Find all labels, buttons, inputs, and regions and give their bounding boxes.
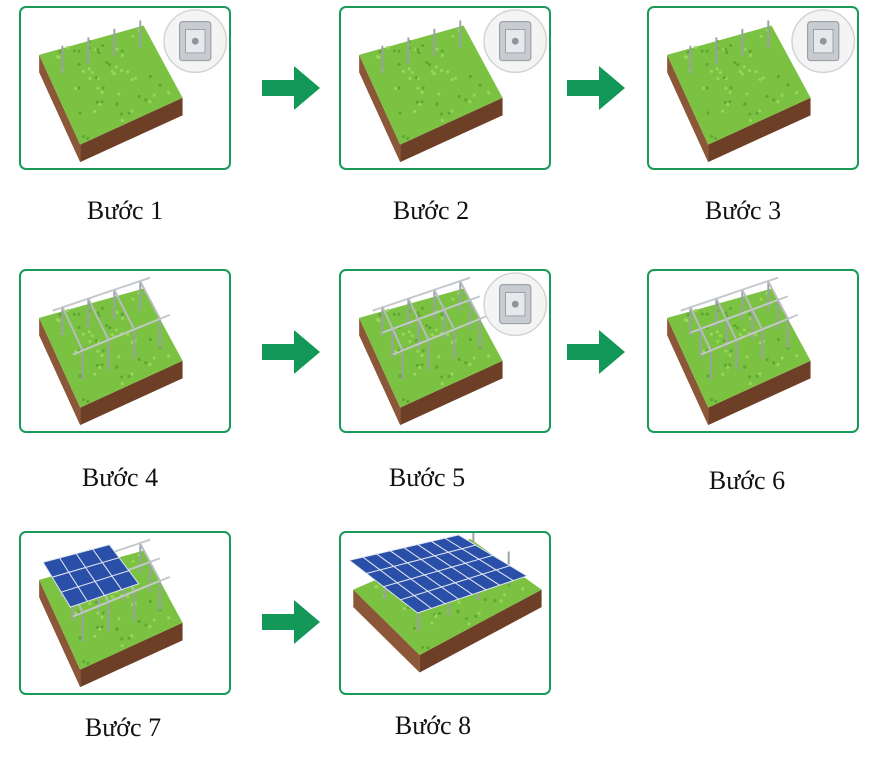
step-5-image xyxy=(339,269,551,433)
rail-clamp-fitting-icon xyxy=(483,9,548,74)
step-7-image xyxy=(19,531,231,695)
ground-block xyxy=(667,288,811,426)
step-6-label: Bước 6 xyxy=(708,466,786,495)
step-8-label: Bước 8 xyxy=(394,711,472,740)
step-3-image xyxy=(647,6,859,170)
ground-block xyxy=(39,25,183,163)
ground-block xyxy=(359,288,503,426)
ground-block xyxy=(39,288,183,426)
step-6-image xyxy=(647,269,859,433)
arrow-right-icon xyxy=(262,66,320,110)
support-rails xyxy=(680,276,799,356)
mounting-posts xyxy=(689,20,770,74)
step-8-image xyxy=(339,531,551,695)
step-1-image xyxy=(19,6,231,170)
step-2-image xyxy=(339,6,551,170)
step-7-label: Bước 7 xyxy=(84,713,162,742)
c-channel-bracket-icon xyxy=(163,9,228,74)
support-rails xyxy=(52,276,171,356)
solar-panels xyxy=(348,534,529,614)
mounting-posts xyxy=(61,20,142,74)
mounting-posts xyxy=(61,281,161,380)
step-1-label: Bước 1 xyxy=(86,196,164,225)
mounting-posts xyxy=(381,20,462,74)
step-4-label: Bước 4 xyxy=(81,463,159,492)
mid-clamp-icon xyxy=(483,272,548,337)
step-3-label: Bước 3 xyxy=(704,196,782,225)
solar-panels xyxy=(42,544,140,608)
step-2-label: Bước 2 xyxy=(392,196,470,225)
cross-clamp-fitting-icon xyxy=(791,9,856,74)
step-5-label: Bước 5 xyxy=(388,463,466,492)
arrow-right-icon xyxy=(567,330,625,374)
ground-block xyxy=(359,25,503,163)
arrow-right-icon xyxy=(262,330,320,374)
arrow-right-icon xyxy=(262,600,320,644)
step-4-image xyxy=(19,269,231,433)
support-rails xyxy=(372,276,491,356)
ground-block xyxy=(667,25,811,163)
arrow-right-icon xyxy=(567,66,625,110)
